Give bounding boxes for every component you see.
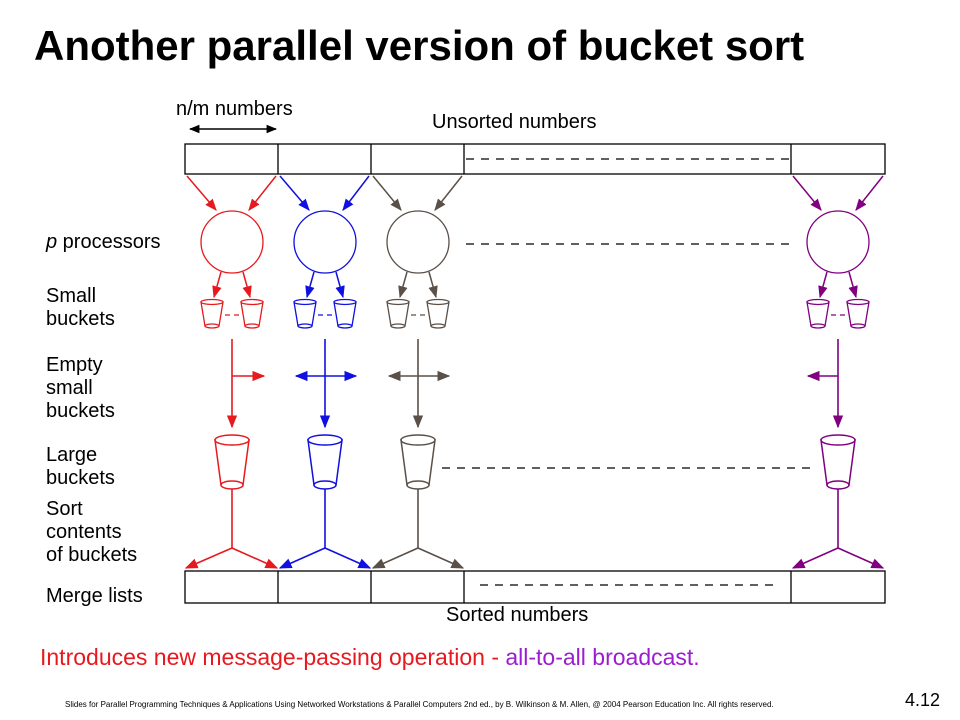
sort-contents-line-1: Sort bbox=[46, 498, 83, 520]
small-buckets bbox=[200, 298, 870, 329]
sort-contents-label: Sort contents of buckets bbox=[46, 498, 137, 567]
large-bucket bbox=[307, 434, 343, 490]
array-to-processor-arrows bbox=[186, 175, 884, 211]
all-to-all-broadcast bbox=[226, 339, 844, 429]
empty-small-buckets-label: Empty small buckets bbox=[46, 354, 115, 423]
processor-1 bbox=[200, 210, 264, 274]
large-buckets-line-2: buckets bbox=[46, 467, 115, 489]
copyright-text: Slides for Parallel Programming Techniqu… bbox=[65, 700, 774, 709]
note-highlight-text: all-to-all broadcast. bbox=[505, 644, 700, 670]
unsorted-array bbox=[184, 143, 886, 175]
merge-lists-label: Merge lists bbox=[46, 585, 143, 607]
unsorted-numbers-label: Unsorted numbers bbox=[432, 111, 597, 133]
processor-to-small-bucket-arrows bbox=[212, 271, 858, 299]
processor-2 bbox=[293, 210, 357, 274]
nm-numbers-label: n/m numbers bbox=[176, 98, 293, 120]
empty-small-buckets-line-1: Empty bbox=[46, 354, 103, 376]
small-bucket bbox=[386, 298, 410, 329]
slide-number: 4.12 bbox=[905, 690, 941, 710]
small-bucket bbox=[200, 298, 224, 329]
small-bucket bbox=[240, 298, 264, 329]
empty-small-buckets-line-2: small bbox=[46, 377, 93, 399]
small-buckets-label: Small buckets bbox=[46, 285, 115, 331]
processors-text: processors bbox=[57, 231, 161, 253]
sort-contents-line-2: contents bbox=[46, 521, 122, 543]
p-processors-label: p processors bbox=[46, 231, 161, 254]
footer-note: Introduces new message-passing operation… bbox=[40, 644, 700, 671]
large-bucket bbox=[400, 434, 436, 490]
merge-arrows bbox=[184, 489, 885, 569]
small-bucket bbox=[806, 298, 830, 329]
large-buckets-line-1: Large bbox=[46, 444, 98, 466]
large-buckets bbox=[214, 434, 856, 490]
small-bucket bbox=[846, 298, 870, 329]
slide-title: Another parallel version of bucket sort bbox=[34, 22, 805, 69]
small-buckets-line-2: buckets bbox=[46, 308, 115, 330]
p-variable: p bbox=[46, 231, 58, 253]
sort-contents-line-3: of buckets bbox=[46, 544, 138, 566]
processor-3 bbox=[386, 210, 450, 274]
large-buckets-label: Large buckets bbox=[46, 444, 115, 490]
small-buckets-line-1: Small bbox=[46, 285, 97, 307]
small-bucket bbox=[426, 298, 450, 329]
note-main-text: Introduces new message-passing operation… bbox=[40, 644, 506, 670]
sorted-array bbox=[184, 570, 886, 604]
large-bucket bbox=[214, 434, 250, 490]
large-bucket bbox=[820, 434, 856, 490]
sorted-numbers-label: Sorted numbers bbox=[446, 604, 589, 626]
small-bucket bbox=[333, 298, 357, 329]
processor-m bbox=[806, 210, 870, 274]
small-bucket bbox=[293, 298, 317, 329]
empty-small-buckets-line-3: buckets bbox=[46, 400, 115, 422]
